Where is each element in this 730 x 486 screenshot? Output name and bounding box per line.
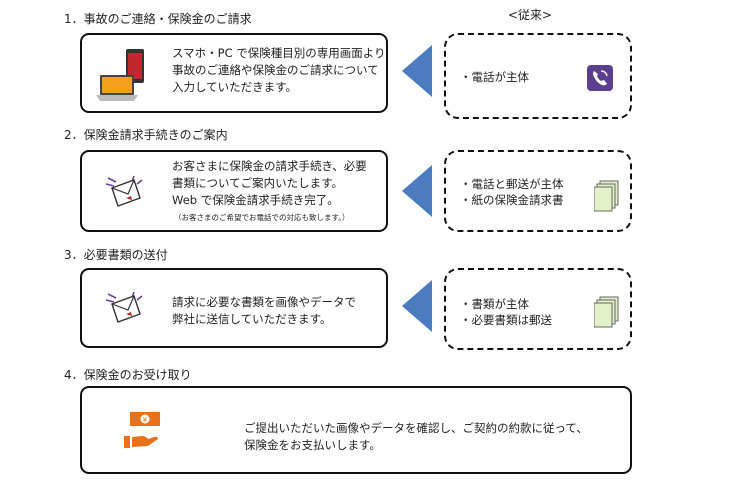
section-2-line-2: 書類についてご案内いたします。 [172, 176, 344, 190]
svg-text:¥: ¥ [143, 416, 148, 424]
section-1-new-box: スマホ・PC で保険種目別の専用画面より 事故のご連絡や保険金のご請求について … [80, 33, 388, 113]
section-1-legacy-box: ・電話が主体 [444, 33, 632, 119]
section-3-legacy-1: ・書類が主体 [460, 297, 529, 311]
section-2-line-1: お客さまに保険金の請求手続き、必要 [172, 159, 367, 173]
section-1-line-2: 事故のご連絡や保険金のご請求について [172, 63, 379, 77]
section-3-line-2: 弊社に送信していただきます。 [172, 312, 332, 326]
section-1-legacy-1: ・電話が主体 [460, 70, 529, 84]
section-4-title: 4．保険金のお受け取り [64, 368, 192, 382]
section-2-legacy-1: ・電話と郵送が主体 [460, 177, 564, 191]
section-3-legacy-box: ・書類が主体 ・必要書類は郵送 [444, 268, 632, 350]
arrow-1-icon [402, 45, 432, 97]
section-4-new-box: ¥ ご提出いただいた画像やデータを確認し、ご契約の約款に従って、 保険金をお支払… [80, 386, 632, 474]
smartphone-laptop-icon [96, 47, 148, 105]
email-icon [104, 174, 146, 208]
email-icon [104, 290, 146, 324]
section-1-title: 1．事故のご連絡・保険金のご請求 [64, 12, 252, 26]
section-1-line-3: 入力していただきます。 [172, 80, 298, 94]
section-2-line-3: Web で保険金請求手続き完了。 [172, 193, 339, 207]
paper-documents-icon [594, 296, 620, 328]
section-3-line-1: 請求に必要な書類を画像やデータで [172, 295, 356, 309]
arrow-2-icon [402, 165, 432, 217]
section-2-legacy-2: ・紙の保険金請求書 [460, 193, 564, 207]
phone-icon [586, 64, 614, 92]
arrow-3-icon [402, 280, 432, 332]
money-hand-icon: ¥ [124, 410, 164, 452]
section-3-legacy-2: ・必要書類は郵送 [460, 313, 552, 327]
section-4-line-1: ご提出いただいた画像やデータを確認し、ご契約の約款に従って、 [244, 421, 588, 435]
section-2-new-box: お客さまに保険金の請求手続き、必要 書類についてご案内いたします。 Web で保… [80, 150, 388, 232]
paper-documents-icon [594, 180, 620, 212]
legacy-header: <従来> [508, 8, 553, 22]
section-2-title: 2．保険金請求手続きのご案内 [64, 128, 228, 142]
section-3-new-box: 請求に必要な書類を画像やデータで 弊社に送信していただきます。 [80, 268, 388, 348]
section-4-line-2: 保険金をお支払いします。 [244, 438, 381, 452]
section-3-title: 3．必要書類の送付 [64, 248, 168, 262]
section-2-note: （お客さまのご希望でお電話での対応も致します。） [174, 213, 350, 222]
section-2-legacy-box: ・電話と郵送が主体 ・紙の保険金請求書 [444, 150, 632, 232]
section-1-line-1: スマホ・PC で保険種目別の専用画面より [172, 46, 386, 60]
